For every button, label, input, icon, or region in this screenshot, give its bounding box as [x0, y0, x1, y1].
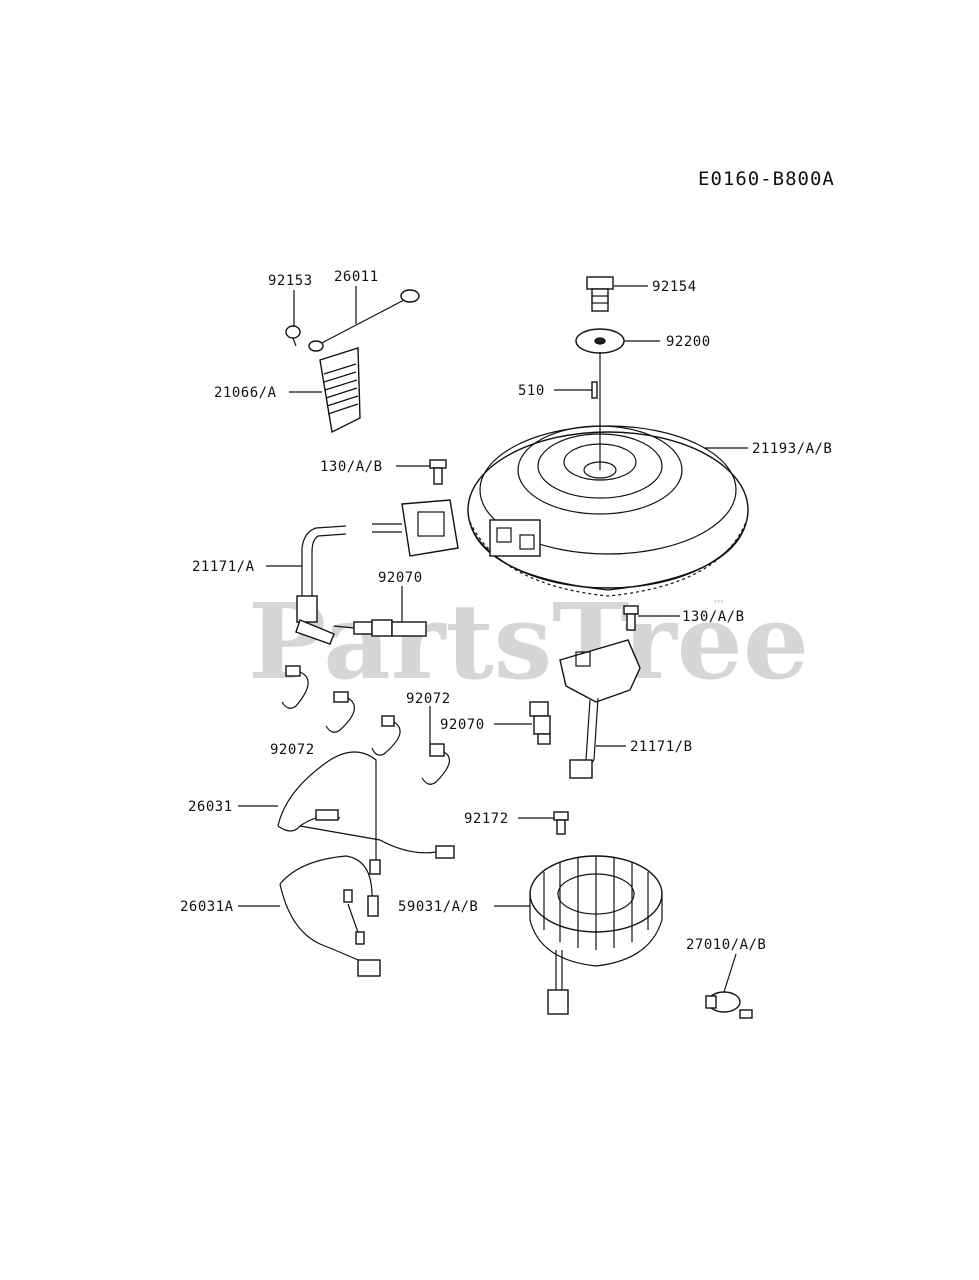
ignition-coil-21171a[interactable]: [295, 499, 459, 645]
screw-130-lower[interactable]: [623, 605, 639, 631]
switch-27010[interactable]: [705, 991, 753, 1019]
label-92070b[interactable]: 92070: [440, 717, 485, 733]
spark-plug-92070b[interactable]: [529, 701, 551, 745]
lead-26011[interactable]: [308, 289, 420, 352]
label-92070a[interactable]: 92070: [378, 570, 423, 586]
spark-plug-92070a[interactable]: [333, 619, 427, 637]
label-92072b[interactable]: 92072: [406, 691, 451, 707]
leader-27010: [723, 953, 737, 993]
label-130b[interactable]: 130/A/B: [682, 609, 745, 625]
label-59031[interactable]: 59031/A/B: [398, 899, 478, 915]
label-26031[interactable]: 26031: [188, 799, 233, 815]
label-92172[interactable]: 92172: [464, 811, 509, 827]
label-21171b[interactable]: 21171/B: [630, 739, 693, 755]
clip-92072-1[interactable]: [281, 665, 309, 709]
label-130a[interactable]: 130/A/B: [320, 459, 383, 475]
bolt-92154[interactable]: [586, 276, 614, 312]
clip-92072-2[interactable]: [325, 691, 355, 733]
screw-92172[interactable]: [553, 811, 569, 835]
washer-92200[interactable]: [575, 328, 625, 354]
label-92154[interactable]: 92154: [652, 279, 697, 295]
key-510[interactable]: [591, 381, 598, 399]
label-21066[interactable]: 21066/A: [214, 385, 277, 401]
regulator-21066[interactable]: [319, 347, 361, 434]
watermark-trademark: ™: [712, 598, 726, 614]
label-27010[interactable]: 27010/A/B: [686, 937, 766, 953]
label-92200[interactable]: 92200: [666, 334, 711, 350]
stator-59031[interactable]: [529, 855, 663, 1015]
flywheel-21193[interactable]: [467, 425, 749, 597]
label-92072a[interactable]: 92072: [270, 742, 315, 758]
label-92153[interactable]: 92153: [268, 273, 313, 289]
label-510[interactable]: 510: [518, 383, 545, 399]
label-26011[interactable]: 26011: [334, 269, 379, 285]
clip-92072-4[interactable]: [421, 743, 451, 785]
label-21171a[interactable]: 21171/A: [192, 559, 255, 575]
ignition-coil-21171b[interactable]: [559, 639, 641, 779]
screw-130-upper[interactable]: [429, 459, 447, 485]
diagram-code: E0160-B800A: [698, 168, 835, 190]
label-26031a[interactable]: 26031A: [180, 899, 234, 915]
harness-26031a[interactable]: [279, 855, 381, 977]
clip-92072-3[interactable]: [371, 715, 401, 756]
watermark-text: PartsTree: [248, 580, 809, 703]
harness-26031[interactable]: [277, 751, 455, 875]
screw-92153[interactable]: [285, 325, 301, 347]
label-21193[interactable]: 21193/A/B: [752, 441, 832, 457]
